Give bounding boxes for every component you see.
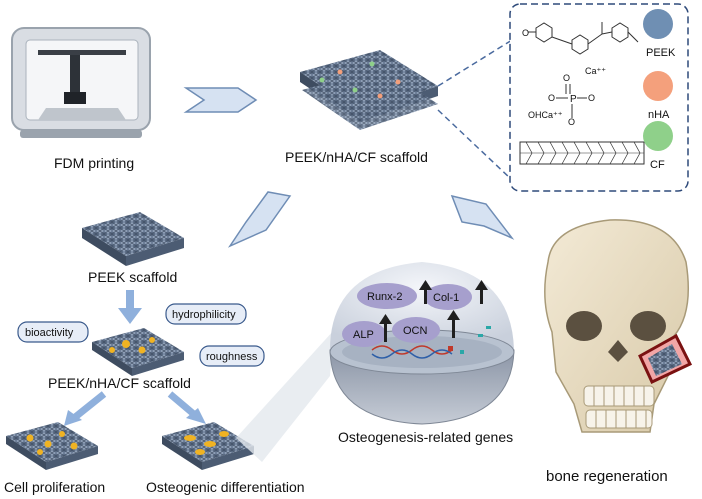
gene-col1: Col-1 [433, 292, 459, 304]
label-fdm-printing: FDM printing [54, 155, 134, 171]
cell-proliferation-scaffold-icon [6, 422, 98, 470]
svg-text:Ca⁺⁺: Ca⁺⁺ [585, 66, 606, 76]
osteogenic-scaffold-icon [162, 422, 254, 470]
gene-badge-col1 [424, 284, 472, 310]
property-badge-bioactivity [17, 321, 89, 343]
legend-cf-label: CF [650, 159, 665, 171]
legend-nha-label: nHA [648, 109, 670, 121]
svg-text:P: P [570, 94, 577, 105]
label-bone-regeneration: bone regeneration [546, 468, 668, 485]
gene-badge-runx2 [357, 283, 417, 309]
legend-nha-swatch [643, 71, 673, 101]
peek-o-label: O [522, 28, 529, 38]
label-peek-nha-cf-mid: PEEK/nHA/CF scaffold [48, 375, 191, 391]
label-osteogenic-differentiation: Osteogenic differentiation [146, 479, 305, 495]
property-roughness: roughness [206, 351, 258, 363]
arrow-down-left [64, 391, 107, 426]
svg-text:OHCa⁺⁺: OHCa⁺⁺ [528, 110, 563, 120]
label-cell-proliferation: Cell proliferation [4, 479, 105, 495]
property-badge-roughness [199, 345, 265, 367]
property-badge-hydrophilicity [165, 303, 247, 325]
svg-text:O: O [563, 73, 570, 83]
svg-text:O: O [568, 117, 575, 127]
svg-text:O: O [548, 93, 555, 103]
gene-alp: ALP [353, 329, 374, 341]
svg-text:O: O [588, 93, 595, 103]
gene-ocn: OCN [403, 325, 428, 337]
label-peek-nha-cf-top: PEEK/nHA/CF scaffold [285, 149, 428, 165]
arrow-down-right [167, 391, 206, 424]
peek-scaffold-icon [82, 212, 184, 266]
nha-structure: Ca⁺⁺ O O P O O OHCa⁺⁺ [528, 66, 606, 127]
label-peek-scaffold: PEEK scaffold [88, 269, 177, 285]
gene-badge-ocn [392, 317, 440, 343]
legend-cf-swatch [643, 121, 673, 151]
label-osteogenesis-genes: Osteogenesis-related genes [338, 429, 513, 445]
composite-scaffold-icon [92, 328, 184, 376]
skull-illustration [544, 219, 689, 433]
zoom-cone [236, 330, 334, 462]
legend-peek-label: PEEK [646, 47, 676, 59]
arrow-chevron-down-left [227, 191, 292, 248]
upregulation-arrows [379, 280, 488, 342]
gene-runx2: Runx-2 [367, 291, 402, 303]
arrow-chevron-right [183, 87, 258, 113]
peek-structure-icon [528, 22, 639, 55]
arrow-down [118, 290, 142, 324]
property-bioactivity: bioactivity [25, 327, 74, 339]
implanted-scaffold-icon [638, 333, 693, 385]
gene-badge-alp [342, 321, 386, 347]
cf-structure-icon [519, 141, 645, 165]
fdm-printer-icon [11, 27, 151, 138]
legend-peek-swatch [643, 9, 673, 39]
projection-line-upper [437, 39, 513, 87]
scaffold-top-icon [300, 50, 438, 130]
arrow-chevron-down-right [450, 194, 515, 240]
property-hydrophilicity: hydrophilicity [172, 309, 236, 321]
projection-line-lower [437, 109, 513, 181]
